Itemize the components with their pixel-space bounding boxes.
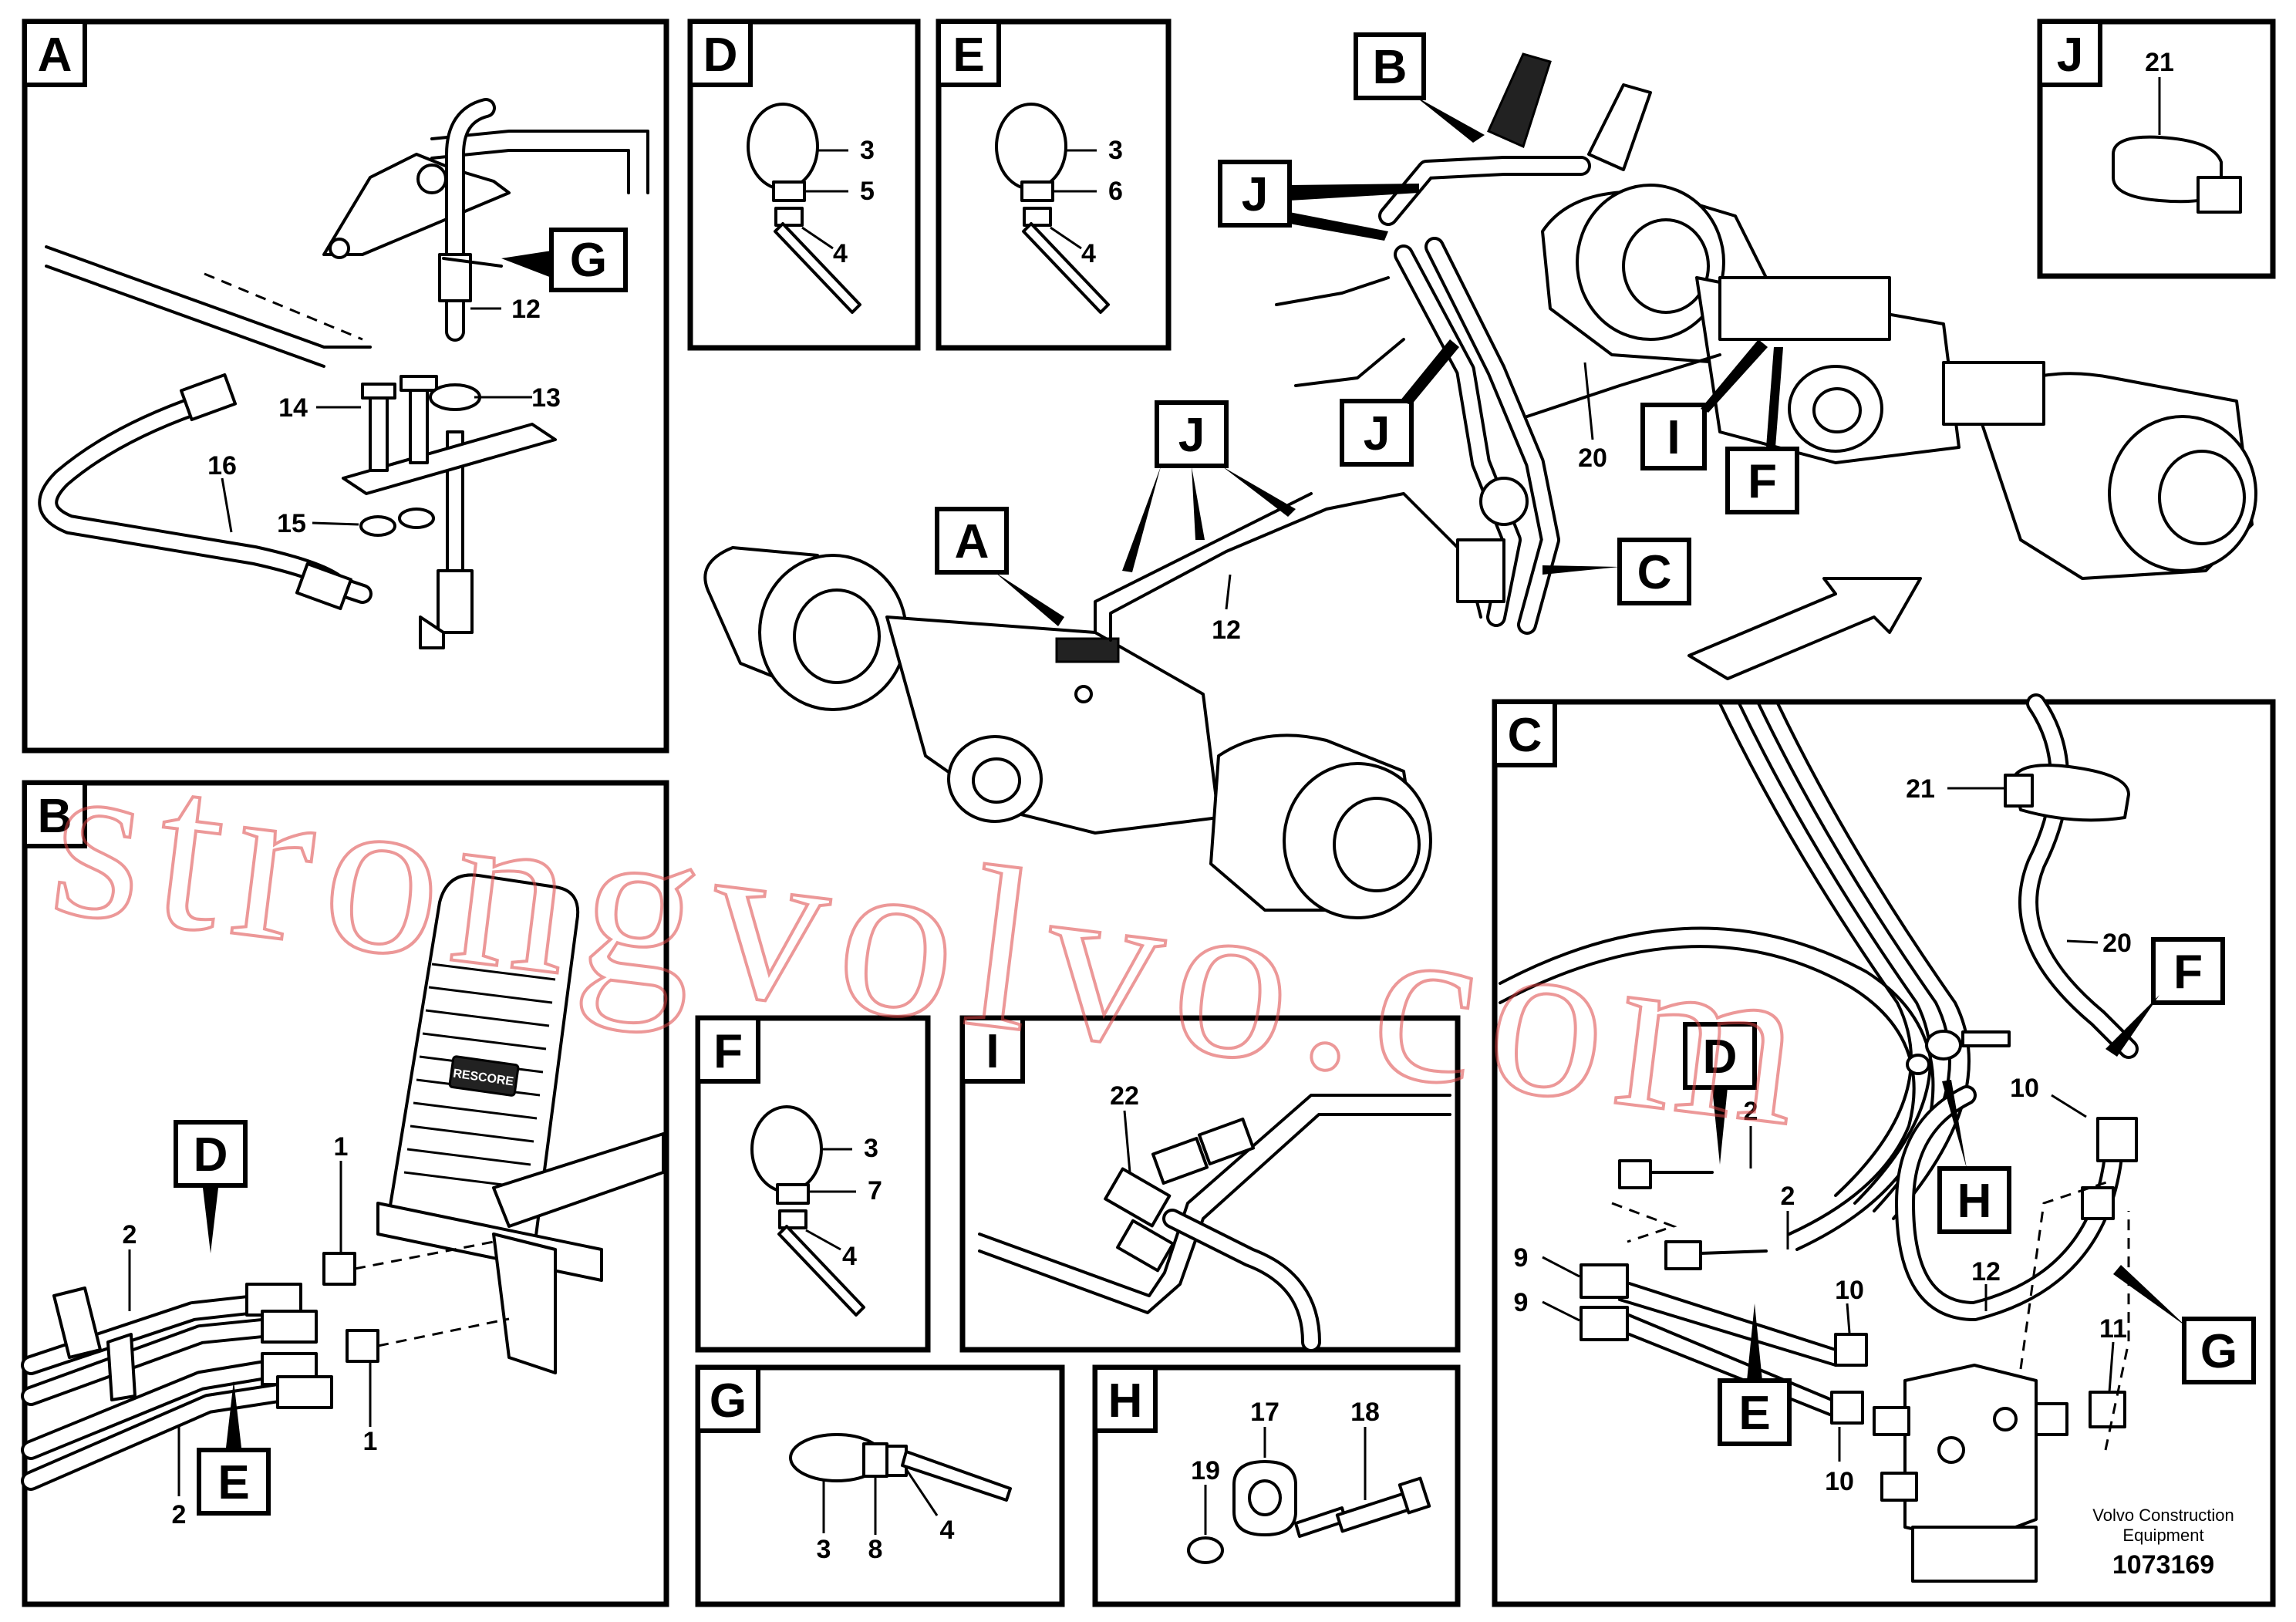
- panel-c-callout-2a: 2: [1744, 1097, 1758, 1126]
- panel-g-callout-4: 4: [940, 1516, 955, 1545]
- overview-tag-c: C: [1637, 546, 1672, 599]
- panel-b-letter: B: [38, 790, 72, 843]
- overview-tag-f: F: [1748, 455, 1777, 508]
- panel-c-callout-10b: 10: [1825, 1467, 1854, 1496]
- cable-tie-tail: [901, 1450, 1012, 1502]
- panel-c-callout-10c: 10: [2010, 1074, 2039, 1103]
- brake-pedal: [1487, 52, 1552, 149]
- panel-d: D 3 5 4: [687, 19, 921, 351]
- overview-tag-a: A: [955, 515, 990, 568]
- overview-callout-12: 12: [1212, 615, 1241, 645]
- brake-valve: [1456, 538, 1505, 603]
- panel-c-callout-10a: 10: [1835, 1276, 1864, 1305]
- callout-15: 15: [277, 509, 306, 538]
- panel-f-callout-3: 3: [864, 1134, 878, 1163]
- panel-d-callout-3: 3: [860, 136, 875, 165]
- overview-tag-i: I: [1667, 411, 1680, 464]
- panel-c: C 21 20: [1492, 693, 2276, 1607]
- cable-tie-loop: [750, 1105, 823, 1193]
- panel-i-letter: I: [986, 1025, 999, 1078]
- rear-axle: [1541, 184, 2257, 580]
- callout-12: 12: [511, 295, 541, 324]
- panel-b-ref-e: E: [217, 1456, 249, 1509]
- panel-c-callout-9a: 9: [1514, 1243, 1529, 1273]
- panel-c-callout-21: 21: [1906, 774, 1935, 804]
- panel-j: J 21: [2037, 19, 2276, 279]
- overview-tag-j2: J: [1364, 407, 1390, 460]
- panel-h-callout-17: 17: [1250, 1398, 1279, 1427]
- panel-c-callout-12: 12: [1971, 1257, 2001, 1286]
- panel-g: G 3 8 4: [695, 1364, 1065, 1607]
- panel-d-callout-4: 4: [833, 239, 848, 268]
- panel-c-callout-20: 20: [2102, 929, 2132, 958]
- panel-c-callout-9b: 9: [1514, 1288, 1529, 1317]
- panel-d-callout-5: 5: [860, 177, 875, 206]
- panel-b: B RESCORE: [21, 780, 669, 1607]
- panel-c-ref-e: E: [1738, 1387, 1770, 1440]
- panel-h: H 17 18 19: [1092, 1364, 1461, 1607]
- panel-a: A G: [22, 19, 669, 754]
- panel-c-callout-2b: 2: [1781, 1182, 1795, 1211]
- panel-a-letter: A: [38, 29, 72, 82]
- footer-company-line1: Volvo Construction: [2092, 1506, 2234, 1525]
- callout-16: 16: [207, 451, 237, 481]
- machine-overview: B J J J I F A C 20 12: [703, 32, 2257, 919]
- cable-tie-tail: [777, 1225, 865, 1317]
- panel-h-callout-19: 19: [1191, 1456, 1220, 1485]
- panel-e: E 3 6 4: [936, 19, 1172, 351]
- cable-tie-loop: [747, 103, 819, 191]
- panel-c-ref-h: H: [1957, 1175, 1992, 1228]
- panel-c-ref-d: D: [1703, 1030, 1738, 1084]
- callout-2b: 2: [172, 1500, 187, 1529]
- figure-number: 1073169: [2112, 1550, 2214, 1580]
- direction-arrow: [1687, 577, 1922, 680]
- panel-j-callout-21: 21: [2145, 48, 2174, 77]
- pedal-grip-lines: [403, 963, 556, 1189]
- panel-d-letter: D: [703, 29, 738, 82]
- panel-e-callout-3: 3: [1108, 136, 1123, 165]
- panel-i: I 22: [959, 1015, 1461, 1353]
- panel-e-callout-4: 4: [1081, 239, 1096, 268]
- panel-f-callout-7: 7: [868, 1176, 882, 1206]
- panel-f-callout-4: 4: [842, 1242, 857, 1271]
- panel-c-ref-g: G: [2200, 1325, 2237, 1378]
- overview-tag-j1: J: [1242, 168, 1268, 221]
- callout-2a: 2: [123, 1220, 137, 1249]
- hose-fitting: [1834, 1333, 1868, 1367]
- panel-f-letter: F: [713, 1025, 743, 1078]
- cable-tie-loop: [995, 103, 1067, 191]
- overview-tag-b: B: [1373, 41, 1408, 94]
- callout-13: 13: [531, 383, 561, 413]
- overview-callout-20: 20: [1578, 443, 1607, 473]
- panel-e-letter: E: [952, 29, 984, 82]
- panel-h-letter: H: [1108, 1374, 1143, 1428]
- hose-clamp: [2011, 764, 2130, 822]
- panel-j-letter: J: [2057, 29, 2083, 82]
- brake-valve: [1903, 1364, 2038, 1544]
- panel-i-callout-22: 22: [1110, 1081, 1139, 1111]
- cable-tie-tail: [774, 222, 861, 314]
- panel-c-letter: C: [1508, 709, 1542, 762]
- panel-c-callout-11: 11: [2099, 1314, 2127, 1344]
- callout-1b: 1: [363, 1427, 378, 1456]
- panel-b-ref-d: D: [194, 1128, 228, 1182]
- hose-fitting: [1104, 1167, 1172, 1228]
- footer-company-line2: Equipment: [2122, 1526, 2203, 1545]
- front-axle: [703, 546, 1432, 919]
- panel-g-callout-3: 3: [817, 1535, 831, 1564]
- overview-tag-j3: J: [1178, 409, 1205, 462]
- panel-a-ref-g: G: [570, 234, 607, 287]
- panel-f: F 3 7 4: [695, 1015, 931, 1353]
- cable-tie-tail: [1022, 222, 1110, 314]
- callout-1a: 1: [334, 1132, 349, 1162]
- panel-c-ref-f: F: [2173, 946, 2203, 999]
- panel-e-callout-6: 6: [1108, 177, 1123, 206]
- panel-h-callout-18: 18: [1350, 1398, 1380, 1427]
- panel-g-letter: G: [710, 1374, 747, 1428]
- pedal-sensor: [492, 1233, 557, 1374]
- mounting-plate: [342, 423, 557, 495]
- panel-g-callout-8: 8: [868, 1535, 883, 1564]
- callout-14: 14: [278, 393, 308, 423]
